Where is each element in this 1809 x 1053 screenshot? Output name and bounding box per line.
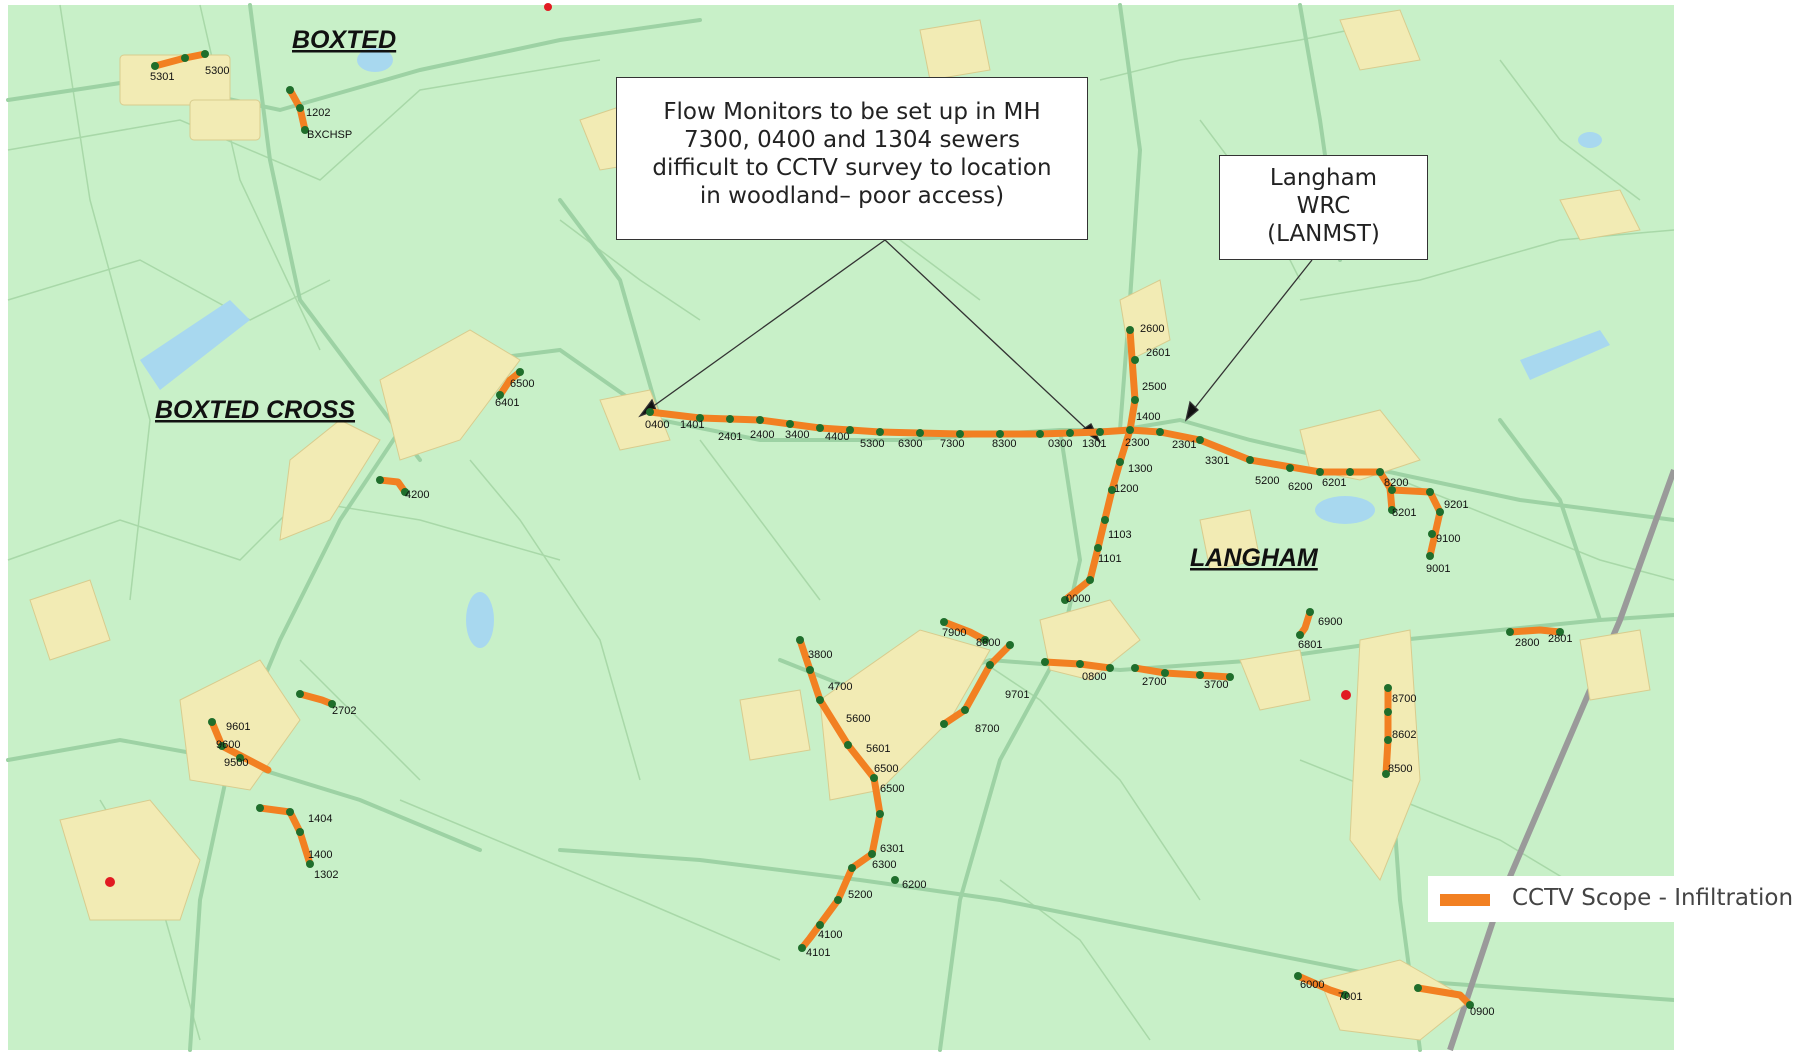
manhole-label: 3800 — [808, 649, 832, 661]
manhole-label: 2600 — [1140, 323, 1164, 335]
manhole-label: 1404 — [308, 813, 332, 825]
manhole-label: 0900 — [1470, 1006, 1494, 1018]
manhole-label: 9201 — [1444, 499, 1468, 511]
field-boundaries — [7, 4, 1675, 1041]
manhole-label: 8201 — [1392, 507, 1416, 519]
manhole-label: 3400 — [785, 429, 809, 441]
manhole-label: 1101 — [1098, 553, 1122, 565]
manhole-label: 1301 — [1082, 438, 1106, 450]
manhole-label: 2401 — [718, 431, 742, 443]
manhole-label: 2601 — [1146, 347, 1170, 359]
manhole-label: 1300 — [1128, 463, 1152, 475]
manhole-label: 2700 — [1142, 676, 1166, 688]
flow-monitor-callout: Flow Monitors to be set up in MH 7300, 0… — [616, 77, 1088, 240]
manhole-label: 6201 — [1322, 477, 1346, 489]
manhole-label: 8700 — [1392, 693, 1416, 705]
callout-line: (LANMST) — [1267, 221, 1380, 247]
manhole-label: 9600 — [216, 739, 240, 751]
orange-line-swatch-icon — [1440, 894, 1490, 906]
manhole-label: 6200 — [1288, 481, 1312, 493]
manhole-label: 5301 — [150, 71, 174, 83]
place-boxted: BOXTED — [292, 26, 396, 54]
manhole-label: 1202 — [306, 107, 330, 119]
manhole-label: 2301 — [1172, 439, 1196, 451]
manhole-label: 1401 — [680, 419, 704, 431]
manhole-label: 6300 — [898, 438, 922, 450]
manhole-dots — [151, 50, 1564, 1009]
callout-line: difficult to CCTV survey to location — [652, 155, 1052, 181]
manhole-label: 7300 — [940, 438, 964, 450]
manhole-label: 2702 — [332, 705, 356, 717]
map-legend: CCTV Scope - Infiltration — [1428, 876, 1809, 922]
manhole-label: 6301 — [880, 843, 904, 855]
manhole-label: 8200 — [1384, 477, 1408, 489]
manhole-label: 1400 — [1136, 411, 1160, 423]
manhole-label: 2800 — [1515, 637, 1539, 649]
manhole-label: 1200 — [1114, 483, 1138, 495]
manhole-label: 9601 — [226, 721, 250, 733]
manhole-label: 8602 — [1392, 729, 1416, 741]
manhole-label: BXCHSP — [307, 129, 352, 141]
manhole-label: 9100 — [1436, 533, 1460, 545]
manhole-label: 2400 — [750, 429, 774, 441]
manhole-label: 5200 — [1255, 475, 1279, 487]
manhole-label: 5300 — [205, 65, 229, 77]
manhole-label: 2801 — [1548, 633, 1572, 645]
manhole-label: 8300 — [992, 438, 1016, 450]
manhole-label: 5601 — [866, 743, 890, 755]
manhole-label: 5300 — [860, 438, 884, 450]
callout-line: in woodland– poor access) — [699, 183, 1005, 209]
callout-line: Flow Monitors to be set up in MH — [663, 99, 1041, 125]
manhole-label: 6300 — [872, 859, 896, 871]
manhole-label: 6500 — [874, 763, 898, 775]
manhole-label: 0300 — [1048, 438, 1072, 450]
manhole-label: 9701 — [1005, 689, 1029, 701]
manhole-label: 8500 — [1388, 763, 1412, 775]
callout-line: WRC — [1296, 193, 1351, 219]
manhole-label: 8800 — [976, 637, 1000, 649]
manhole-label: 6500 — [510, 378, 534, 390]
callout-line: Langham — [1269, 165, 1378, 191]
manhole-label: 1103 — [1108, 529, 1132, 541]
manhole-label: 6801 — [1298, 639, 1322, 651]
manhole-label: 0000 — [1066, 593, 1090, 605]
manhole-label: 9001 — [1426, 563, 1450, 575]
manhole-label: 4700 — [828, 681, 852, 693]
place-boxted-cross: BOXTED CROSS — [155, 396, 355, 424]
manhole-label: 6000 — [1300, 979, 1324, 991]
manhole-label: 4200 — [405, 489, 429, 501]
legend-label: CCTV Scope - Infiltration — [1512, 885, 1794, 911]
callout-line: 7300, 0400 and 1304 sewers — [684, 127, 1020, 153]
manhole-label: 1302 — [314, 869, 338, 881]
manhole-label: 6200 — [902, 879, 926, 891]
manhole-label: 6500 — [880, 783, 904, 795]
manhole-label: 7900 — [942, 627, 966, 639]
manhole-label: 5200 — [848, 889, 872, 901]
manhole-label: 1400 — [308, 849, 332, 861]
manhole-label: 3700 — [1204, 679, 1228, 691]
langham-wrc-callout: Langham WRC (LANMST) — [1219, 155, 1428, 260]
manhole-label: 4101 — [806, 947, 830, 959]
place-langham: LANGHAM — [1190, 544, 1319, 572]
manhole-label: 0400 — [645, 419, 669, 431]
manhole-label: 0800 — [1082, 671, 1106, 683]
manhole-label: 2500 — [1142, 381, 1166, 393]
manhole-labels: 5301 5300 1202 BXCHSP 6500 6401 4200 040… — [150, 65, 1572, 1018]
manhole-label: 5600 — [846, 713, 870, 725]
manhole-label: 8700 — [975, 723, 999, 735]
manhole-label: 6900 — [1318, 616, 1342, 628]
manhole-label: 6401 — [495, 397, 519, 409]
railway — [1447, 468, 1677, 1051]
manhole-label: 3301 — [1205, 455, 1229, 467]
manhole-label: 4100 — [818, 929, 842, 941]
manhole-label: 2300 — [1125, 437, 1149, 449]
manhole-label: 7001 — [1338, 991, 1362, 1003]
manhole-label: 9500 — [224, 757, 248, 769]
manhole-label: 4400 — [825, 431, 849, 443]
